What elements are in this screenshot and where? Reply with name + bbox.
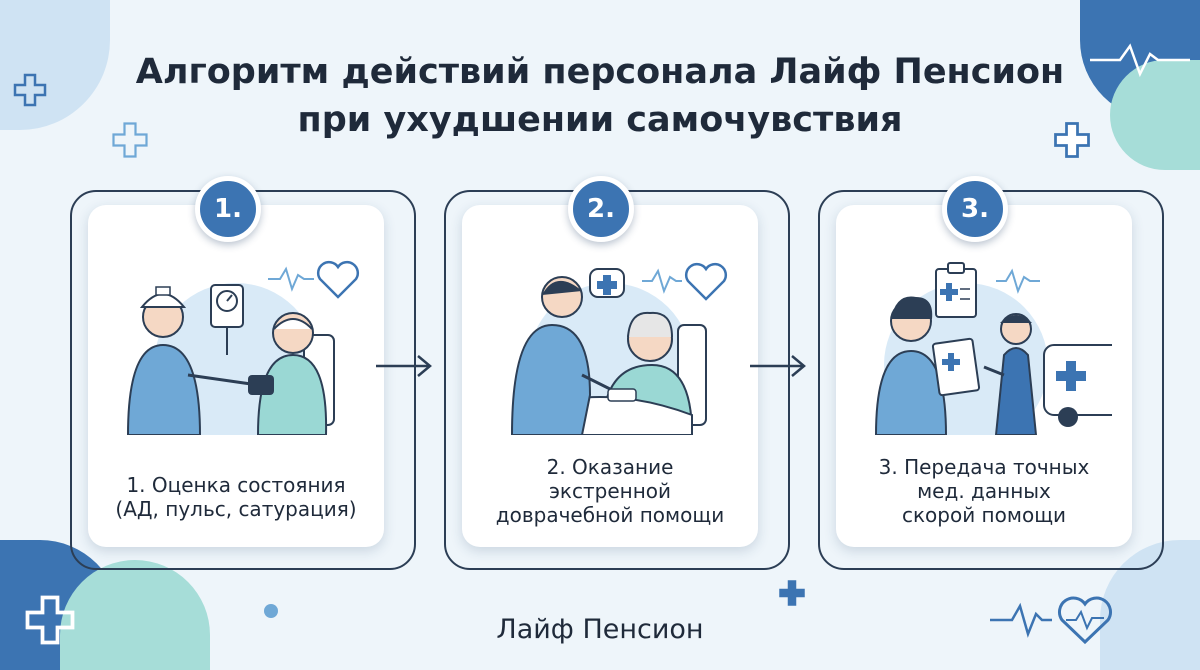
nurse-measuring-blood-pressure-icon — [126, 260, 360, 435]
step-2-text: 2. Оказание экстренной доврачебной помощ… — [495, 455, 725, 527]
nurse-assisting-patient-icon — [510, 262, 728, 435]
step-3-text: 3. Передача точных мед. данных скорой по… — [878, 455, 1090, 527]
step-2-badge: 2. — [568, 176, 634, 242]
step-1-text: 1. Оценка состояния (АД, пульс, сатураци… — [115, 473, 357, 521]
page-title: Алгоритм действий персонала Лайф Пенсион… — [0, 48, 1200, 144]
arrow-right-icon — [750, 355, 806, 377]
footer-brand: Лайф Пенсион — [496, 614, 704, 645]
title-line-1: Алгоритм действий персонала Лайф Пенсион — [135, 52, 1065, 92]
title-line-2: при ухудшении самочувствия — [297, 100, 903, 140]
step-3-card: 3. Передача точных мед. данных скорой по… — [836, 205, 1132, 547]
step-1-badge: 1. — [195, 176, 261, 242]
step-2-card: 2. Оказание экстренной доврачебной помощ… — [462, 205, 758, 547]
step-3-badge: 3. — [942, 176, 1008, 242]
plus-icon — [779, 580, 805, 606]
step-1-card: 1. Оценка состояния (АД, пульс, сатураци… — [88, 205, 384, 547]
arrow-right-icon — [376, 355, 432, 377]
nurse-handing-report-to-paramedic-icon — [874, 262, 1112, 435]
